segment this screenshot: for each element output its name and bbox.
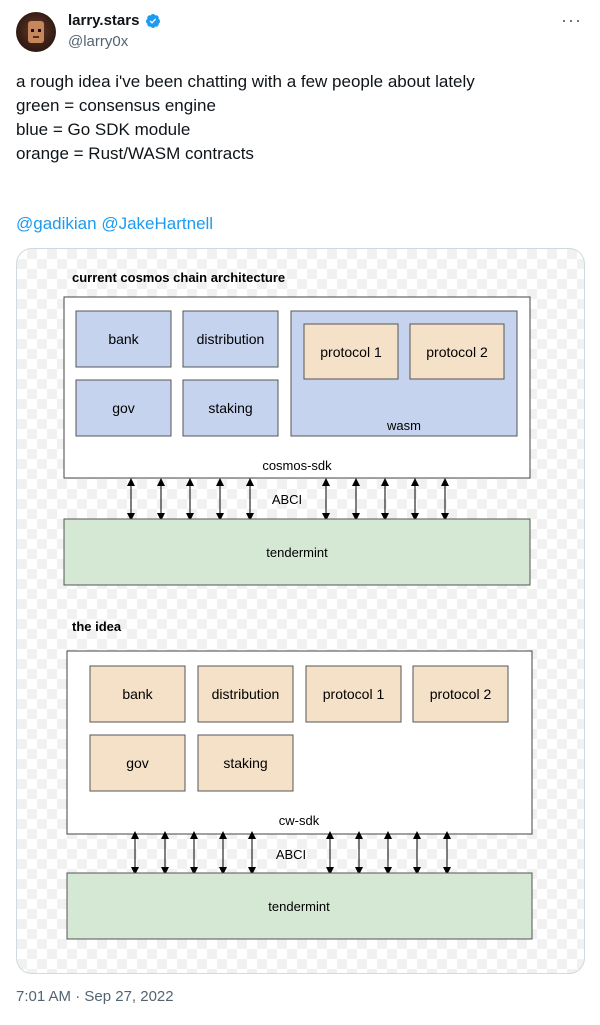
module-label: gov — [112, 400, 135, 416]
module-box — [197, 734, 294, 792]
engine-box — [63, 518, 531, 586]
contract-label: protocol 2 — [426, 344, 488, 360]
module-box — [182, 310, 279, 368]
module-box — [182, 379, 279, 437]
abci-label: ABCI — [272, 492, 302, 507]
module-label: protocol 1 — [323, 686, 385, 702]
diagram-title-current: current cosmos chain architecture — [72, 270, 285, 285]
mention-link[interactable]: @gadikian — [16, 214, 97, 233]
module-box — [197, 665, 294, 723]
module-label: distribution — [197, 331, 265, 347]
avatar[interactable] — [16, 12, 56, 52]
tweet-line: orange = Rust/WASM contracts — [16, 144, 254, 163]
module-box — [75, 379, 172, 437]
diagram-title-idea: the idea — [72, 619, 122, 634]
tweet-line: green = consensus engine — [16, 96, 216, 115]
tweet-line: a rough idea i've been chatting with a f… — [16, 72, 475, 91]
module-label: bank — [108, 331, 139, 347]
tweet-text: a rough idea i've been chatting with a f… — [16, 70, 576, 166]
sdk-label: cosmos-sdk — [262, 458, 332, 473]
avatar-mouth — [33, 36, 39, 38]
avatar-eye — [31, 29, 34, 32]
contract-box — [409, 323, 505, 380]
engine-label: tendermint — [266, 545, 328, 560]
engine-label: tendermint — [268, 899, 330, 914]
module-box — [75, 310, 172, 368]
abci-label: ABCI — [276, 847, 306, 862]
abci-arrows-idea — [131, 831, 451, 875]
module-label: bank — [122, 686, 153, 702]
mention-link[interactable]: @JakeHartnell — [101, 214, 214, 233]
module-label: gov — [126, 755, 149, 771]
engine-box — [66, 872, 533, 940]
module-box — [305, 665, 402, 723]
architecture-diagram: current cosmos chain architecture bank d… — [63, 270, 533, 940]
contract-box — [303, 323, 399, 380]
module-label: staking — [208, 400, 252, 416]
module-box — [89, 734, 186, 792]
contract-label: protocol 1 — [320, 344, 382, 360]
author-name[interactable]: larry.stars — [68, 12, 140, 29]
module-box — [412, 665, 509, 723]
wasm-label: wasm — [386, 418, 421, 433]
author-handle[interactable]: @larry0x — [68, 33, 129, 50]
more-options-icon[interactable]: ··· — [561, 10, 582, 30]
module-label: staking — [223, 755, 267, 771]
sdk-label: cw-sdk — [279, 813, 320, 828]
tweet-timestamp[interactable]: 7:01 AM · Sep 27, 2022 — [16, 988, 174, 1005]
module-label: protocol 2 — [430, 686, 492, 702]
module-box — [89, 665, 186, 723]
mentions: @gadikian @JakeHartnell — [16, 212, 213, 236]
module-label: distribution — [212, 686, 280, 702]
avatar-eye — [38, 29, 41, 32]
tweet-image[interactable]: current cosmos chain architecture bank d… — [16, 248, 585, 974]
tweet-line: blue = Go SDK module — [16, 120, 191, 139]
verified-badge-icon — [146, 14, 160, 28]
avatar-face — [28, 21, 44, 43]
abci-arrows-current — [127, 478, 449, 521]
